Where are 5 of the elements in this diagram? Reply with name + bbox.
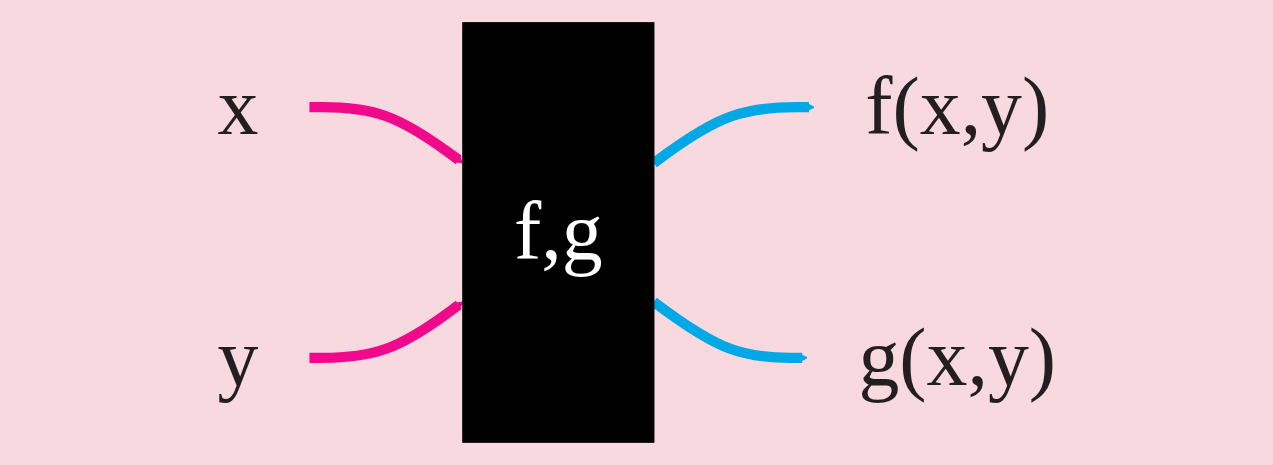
node-text: y [217,311,259,403]
node-text: g(x,y) [858,311,1056,403]
node-box: f,g [462,22,655,443]
node-text: x [217,61,259,152]
node-text: f(x,y) [864,61,1050,152]
